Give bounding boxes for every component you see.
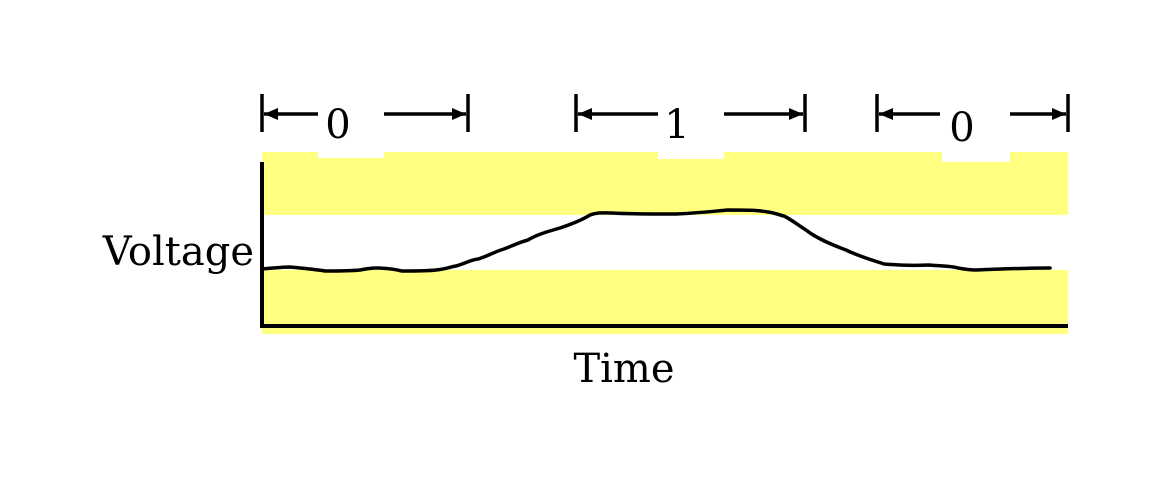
low-voltage-band [262,270,1068,334]
arrow-left-icon [879,108,893,120]
signal-waveform [260,208,1052,273]
arrow-right-icon [1052,108,1066,120]
bit-marker-2: 0 [875,94,1070,151]
y-axis-label: Voltage [102,229,254,275]
bit-label: 0 [949,105,974,151]
arrow-left-icon [264,108,278,120]
bit-label: 0 [325,102,350,148]
arrow-right-icon [452,108,466,120]
x-axis-label: Time [573,346,674,392]
arrow-right-icon [789,108,803,120]
high-voltage-band [262,152,1068,215]
bit-marker-1: 1 [574,94,807,148]
arrow-left-icon [578,108,592,120]
bit-marker-0: 0 [260,94,470,148]
bit-label: 1 [664,102,689,148]
